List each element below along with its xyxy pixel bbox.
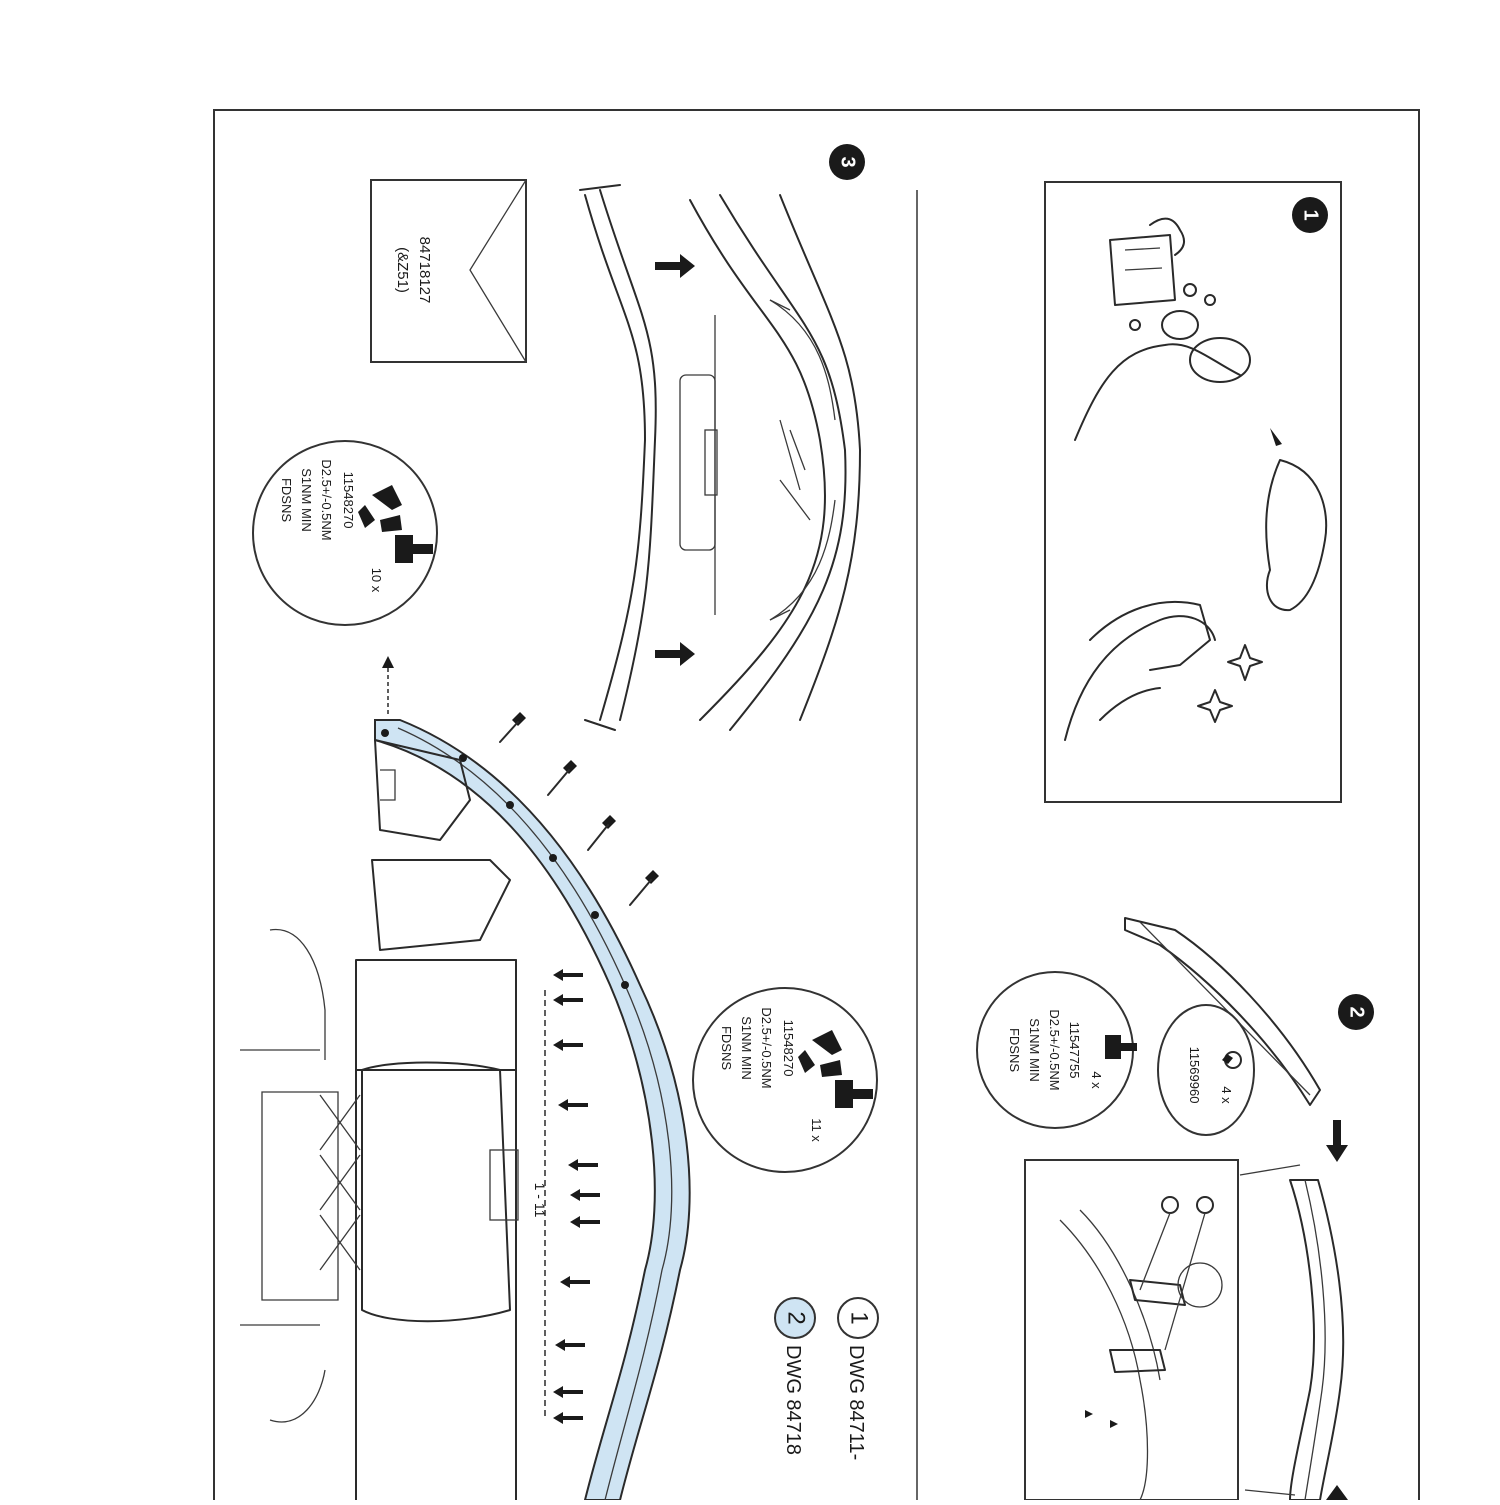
clip-icon bbox=[1222, 1051, 1242, 1069]
clip-part: 11569960 bbox=[1187, 1047, 1202, 1104]
screw-icons bbox=[382, 656, 659, 906]
screw-code: FDSNS bbox=[1007, 1028, 1022, 1072]
wipe-hand-icon bbox=[1064, 601, 1216, 741]
sparkle-icon bbox=[1197, 644, 1263, 723]
step2-panel: 2 4 x 11569960 4 x 11547755 D2.5+/- bbox=[976, 917, 1374, 1501]
legend-label-2: DWG 84718 bbox=[782, 1345, 804, 1455]
clip-callout: 4 x 11569960 bbox=[1157, 1004, 1255, 1136]
legend-badge-1 bbox=[837, 1297, 879, 1339]
wash-hand-icon bbox=[1074, 283, 1251, 441]
car-icon bbox=[1265, 428, 1328, 612]
step2-badge bbox=[1338, 994, 1374, 1030]
splitter-side-part bbox=[1239, 1120, 1348, 1501]
inner-fastener-arrows bbox=[553, 969, 600, 1424]
fastener-10-qty: 10 x bbox=[369, 568, 384, 593]
main-assembly-drawing: 1 - 11 bbox=[240, 656, 691, 1501]
bucket-icon bbox=[1109, 217, 1185, 306]
legend-number-1: 1 bbox=[846, 1311, 873, 1324]
bolt-icon bbox=[395, 535, 433, 563]
end-cap-part bbox=[1124, 917, 1321, 1106]
step1-number: 1 bbox=[1300, 209, 1322, 220]
recycle-icon bbox=[798, 1030, 842, 1077]
fastener-11-torque: D2.5+/-0.5NM bbox=[759, 1007, 774, 1088]
fastener-10-torque: D2.5+/-0.5NM bbox=[319, 459, 334, 540]
fastener-11-qty: 11 x bbox=[809, 1118, 824, 1142]
front-fascia-drawing bbox=[579, 184, 861, 731]
fastener-11-part: 11548270 bbox=[781, 1020, 796, 1077]
drawing-legend: 1 2 DWG 84711- DWG 84718 bbox=[774, 1297, 879, 1460]
recycle-icon bbox=[358, 485, 402, 532]
step1-frame bbox=[1044, 181, 1342, 803]
screw-torque: D2.5+/-0.5NM bbox=[1047, 1009, 1062, 1090]
screw-points bbox=[381, 729, 629, 989]
screw-part: 11547755 bbox=[1067, 1022, 1082, 1079]
install-arrow-icon bbox=[655, 254, 695, 666]
step3-number: 3 bbox=[837, 156, 859, 167]
fastener-10-code: FDSNS bbox=[279, 478, 294, 522]
legend-badge-2 bbox=[774, 1297, 816, 1339]
step2-detail-inset bbox=[1024, 1159, 1239, 1501]
envelope-part: 84718127 (&Z51) bbox=[370, 179, 527, 363]
step3-badge bbox=[829, 144, 865, 180]
screw-callout: 4 x 11547755 D2.5+/-0.5NM S1NM MIN FDSNS bbox=[976, 971, 1137, 1129]
step1-badge bbox=[1292, 197, 1328, 233]
clip-qty: 4 x bbox=[1219, 1086, 1234, 1104]
step1-panel: 1 bbox=[1044, 181, 1342, 803]
fastener-10-part: 11548270 bbox=[341, 472, 356, 529]
legend-label-1: DWG 84711- bbox=[845, 1345, 867, 1460]
fastener-11-code: FDSNS bbox=[719, 1026, 734, 1070]
envelope-part-variant: (&Z51) bbox=[394, 247, 411, 293]
envelope-part-number: 84718127 bbox=[416, 237, 433, 304]
bolt-icon bbox=[1105, 1035, 1137, 1059]
fastener-11-min: S1NM MIN bbox=[739, 1016, 754, 1080]
bolt-icon bbox=[835, 1080, 873, 1108]
sequence-label: 1 - 11 bbox=[532, 1183, 548, 1218]
legend-number-2: 2 bbox=[783, 1311, 810, 1324]
fastener-10-min: S1NM MIN bbox=[299, 468, 314, 532]
screw-qty: 4 x bbox=[1089, 1071, 1104, 1089]
step3-panel: 3 84718127 (&Z51) 10 x 11548270 D2.5+/-0… bbox=[252, 144, 865, 731]
step2-number: 2 bbox=[1346, 1006, 1368, 1017]
fastener-callout-11: 11 x 11548270 D2.5+/-0.5NM S1NM MIN FDSN… bbox=[692, 987, 878, 1173]
page-frame bbox=[213, 109, 1420, 1505]
screw-min: S1NM MIN bbox=[1027, 1018, 1042, 1082]
fastener-callout-10: 10 x 11548270 D2.5+/-0.5NM S1NM MIN FDSN… bbox=[252, 440, 438, 626]
